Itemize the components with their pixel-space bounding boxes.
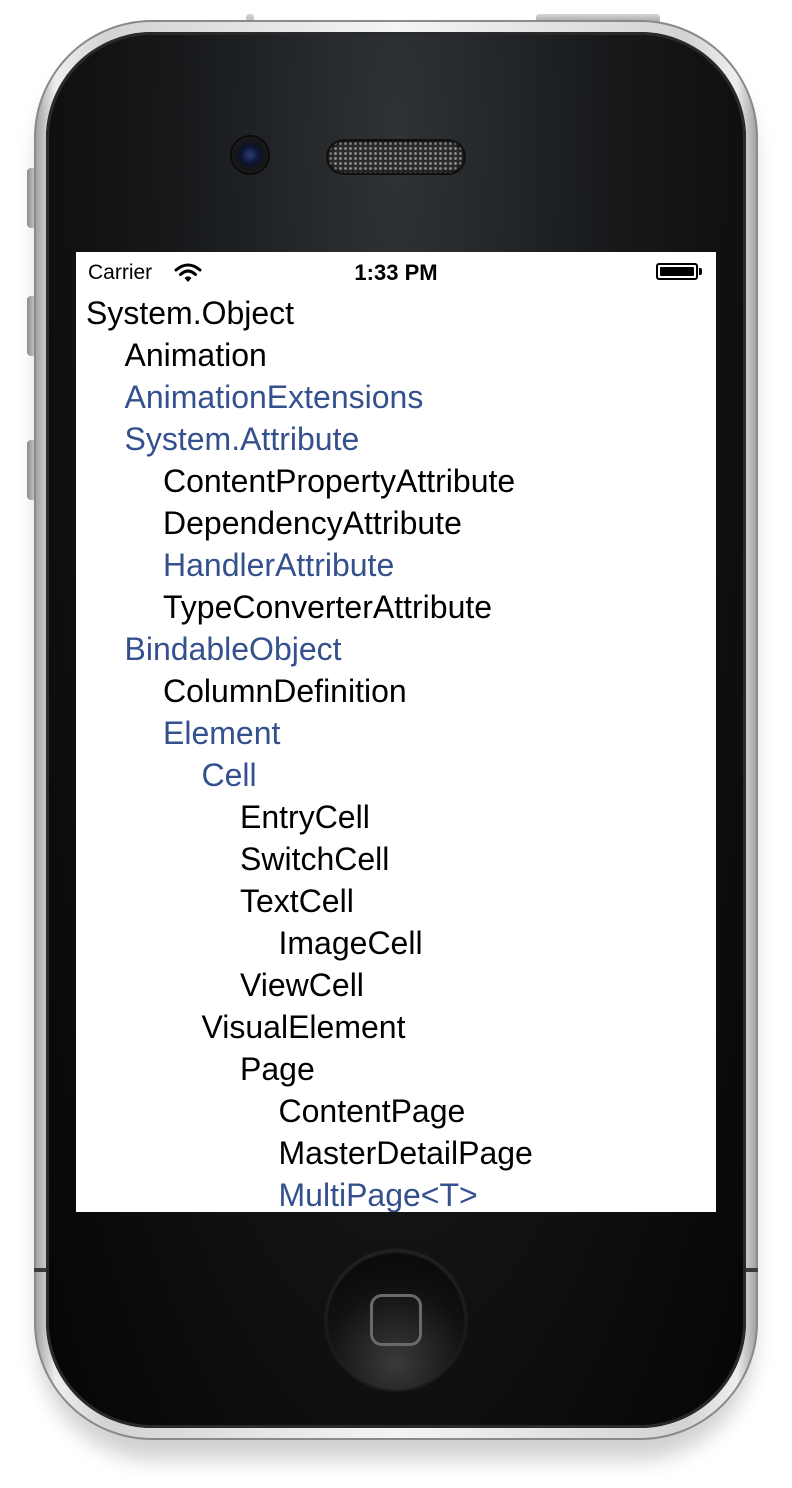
status-time: 1:33 PM — [354, 260, 438, 285]
tree-item: TextCell — [240, 883, 354, 919]
tree-item: VisualElement — [201, 1009, 406, 1045]
wifi-icon — [174, 263, 202, 282]
tree-item: Animation — [124, 337, 267, 373]
battery-icon — [656, 263, 698, 280]
tree-item[interactable]: Cell — [201, 757, 257, 793]
tree-item: DependencyAttribute — [163, 505, 462, 541]
earpiece-speaker-icon — [328, 141, 464, 173]
tree-item: ContentPage — [278, 1093, 466, 1129]
tree-item[interactable]: HandlerAttribute — [163, 547, 395, 583]
tree-item[interactable]: Element — [163, 715, 281, 751]
tree-item: Page — [240, 1051, 315, 1087]
home-square-icon — [370, 1294, 422, 1346]
tree-item: ViewCell — [240, 967, 364, 1003]
tree-item[interactable]: System.Attribute — [124, 421, 360, 457]
tree-item: ContentPropertyAttribute — [163, 463, 516, 499]
front-camera-icon — [232, 137, 268, 173]
status-bar: Carrier 1:33 PM — [76, 252, 716, 292]
battery-level — [660, 267, 694, 276]
tree-item: ImageCell — [278, 925, 423, 961]
tree-item: System.Object — [86, 295, 295, 331]
carrier-label: Carrier — [88, 261, 153, 284]
device-mute-switch[interactable] — [27, 168, 37, 228]
device-sleep-button[interactable] — [536, 14, 660, 24]
home-button[interactable] — [326, 1250, 466, 1390]
tree-item: SwitchCell — [240, 841, 390, 877]
device-antenna-band — [34, 1268, 48, 1272]
battery-tip — [699, 268, 702, 275]
device-volume-down-button[interactable] — [27, 440, 37, 500]
tree-item[interactable]: BindableObject — [124, 631, 342, 667]
device-volume-up-button[interactable] — [27, 296, 37, 356]
tree-item[interactable]: AnimationExtensions — [124, 379, 424, 415]
tree-item[interactable]: MultiPage<T> — [278, 1177, 478, 1212]
tree-item: TypeConverterAttribute — [163, 589, 493, 625]
device-antenna-band — [744, 1268, 758, 1272]
tree-item: ColumnDefinition — [163, 673, 407, 709]
tree-item: MasterDetailPage — [278, 1135, 533, 1171]
tree-item: EntryCell — [240, 799, 370, 835]
